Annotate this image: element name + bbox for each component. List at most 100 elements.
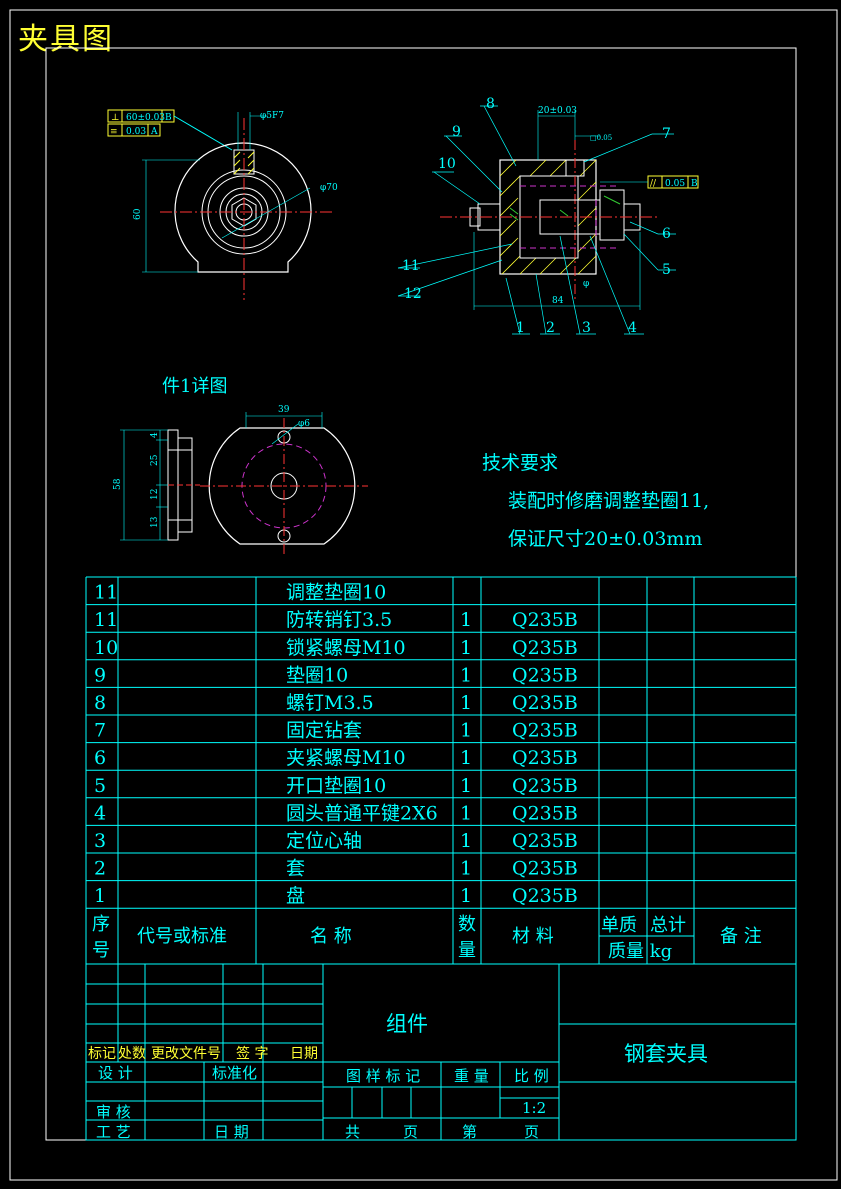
bom-cell-qty: 1 [460,692,472,714]
hdr-material: 材 料 [512,926,554,947]
bom-cell-name: 套 [286,858,305,880]
hdr-seq-2: 号 [92,940,110,961]
bom-cell-material: Q235B [512,830,578,852]
bom-cell-material: Q235B [512,664,578,686]
callout-11: 11 [402,258,420,274]
rev-count: 处数 [118,1046,146,1062]
dim-detail-width: 39 [278,405,290,415]
bom-cell-no: 5 [94,775,106,797]
dim-detail-13: 13 [150,516,160,528]
bom-cell-no: 11 [94,609,118,631]
dim-detail-hole: φ6 [298,419,310,429]
gdt1-datum: B [165,113,172,123]
callout-5: 5 [662,262,671,278]
callout-8: 8 [486,96,495,112]
rev-date: 日期 [290,1046,318,1062]
bom-cell-name: 调整垫圈10 [286,582,386,604]
bom-cell-material: Q235B [512,775,578,797]
section-view: // 0.05 B 20±0.03 □0.05 84 φ [397,96,699,336]
bom-cell-qty: 1 [460,802,472,824]
rev-mark: 标记 [88,1046,116,1062]
process-label: 工 艺 [96,1123,131,1141]
weight-label: 重 量 [454,1067,489,1085]
hdr-qty-1: 数 [458,914,476,935]
callout-10: 10 [438,156,456,172]
bom-cell-material: Q235B [512,609,578,631]
bom-cell-no: 11 [94,582,118,604]
rev-sign: 签 字 [236,1045,268,1062]
bom-row: 3 定位心轴 1 Q235B [94,830,578,852]
bom-row: 9 垫圈10 1 Q235B [94,664,578,686]
title-block [85,963,797,1141]
standard-label: 标准化 [212,1064,257,1082]
bom-cell-qty: 1 [460,858,472,880]
plate-outline [174,142,312,273]
bom-cell-material: Q235B [512,858,578,880]
hdr-code: 代号或标准 [137,926,227,947]
bom-cell-no: 3 [94,830,106,852]
bom-cell-name: 定位心轴 [286,830,362,852]
total-sheets-label: 共 [345,1123,360,1141]
top-view: ⊥ 60±0.03 B ≡ 0.03 A φ5F [107,109,338,300]
gdt2-symbol: ≡ [110,127,118,137]
callout-7: 7 [662,126,671,142]
callout-2: 2 [546,320,555,336]
bom-cell-material: Q235B [512,637,578,659]
gdt1-tolerance: 60±0.03 [126,113,165,123]
bom-cell-qty: 1 [460,830,472,852]
callout-12: 12 [404,286,422,302]
pattern-mark-label: 图 样 标 记 [346,1067,420,1085]
inner-frame [45,47,797,1141]
outer-frame [9,9,838,1181]
bom-row: 11 调整垫圈10 [94,582,386,604]
hdr-remark: 备 注 [720,926,762,947]
dim-detail-total: 58 [113,478,123,490]
callout-1: 1 [516,320,525,336]
dim-detail-25: 25 [150,454,160,466]
dim-detail-12: 12 [150,489,160,500]
hdr-qty-2: 量 [458,940,476,961]
bom-cell-no: 7 [94,720,106,742]
scale-value: 1:2 [522,1099,546,1117]
design-label: 设 计 [98,1064,133,1082]
bom-cell-no: 10 [94,637,118,659]
bom-cell-name: 盘 [286,885,305,907]
bom-cell-no: 9 [94,664,106,686]
bom-cell-material: Q235B [512,747,578,769]
dim-detail-4: 4 [150,432,160,438]
bom-header: 序 号 代号或标准 名 称 数 量 材 料 单质 总计 质量 kg 备 注 [92,914,762,962]
dim-bottom-section: 84 [552,296,564,306]
bom-cell-no: 4 [94,802,106,824]
bom-cell-material: Q235B [512,802,578,824]
tech-line-1: 装配时修磨调整垫圈11, [508,490,709,512]
bom-cell-qty: 1 [460,720,472,742]
gdt-parallel-tolerance: 0.05 [665,179,685,189]
callout-4: 4 [628,320,637,336]
gdt2-datum: A [150,127,158,137]
hdr-unit: 单质 [601,915,637,936]
dim-hole-top: φ5F7 [260,111,284,121]
gdt-parallel-symbol: // [650,179,657,189]
callout-3: 3 [582,320,591,336]
gdt1-symbol: ⊥ [111,113,119,123]
bom-cell-name: 螺钉M3.5 [286,692,374,714]
title-block-text: 组件 钢套夹具 标记 处数 更改文件号 签 字 日期 设 计 标准化 审 核 工… [88,1012,708,1141]
assembly-label: 组件 [386,1012,428,1036]
hdr-seq-1: 序 [92,914,110,935]
scale-label: 比 例 [514,1067,549,1085]
bom-cell-qty: 1 [460,664,472,686]
gdt-frame-perpendicular: ⊥ 60±0.03 B ≡ 0.03 A [107,109,233,151]
bom-cell-name: 固定钻套 [286,720,362,742]
bom-cell-name: 圆头普通平键2X6 [286,802,438,824]
bom-cell-qty: 1 [460,637,472,659]
bom-cell-name: 垫圈10 [286,664,348,686]
detail-title: 件1详图 [162,376,227,397]
